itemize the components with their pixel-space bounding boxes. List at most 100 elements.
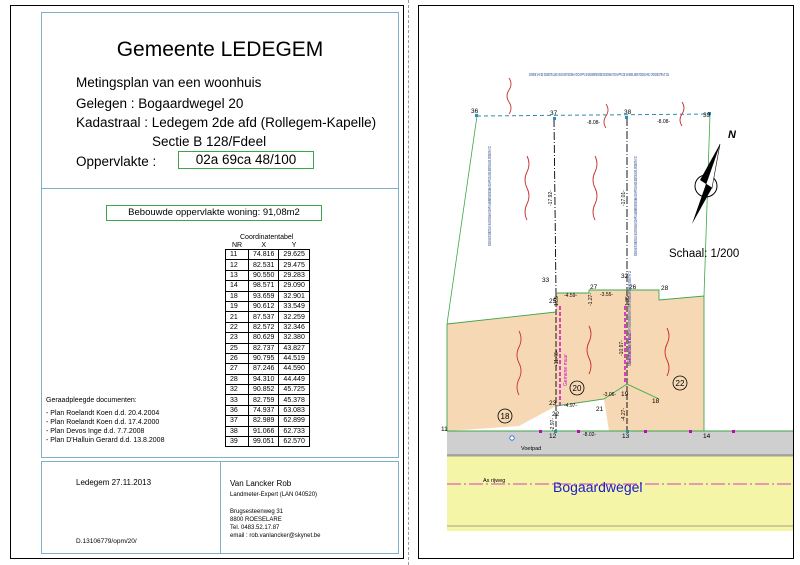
cell-x: 94.310 [247, 373, 280, 386]
dimension: -1.27- [588, 293, 594, 306]
boundary-37-33 [553, 118, 557, 294]
dimension: -2.97- [550, 418, 556, 431]
point-label: 19 [621, 391, 629, 398]
street [447, 456, 793, 531]
surveyor-title: Landmeter-Expert (LAN 040520) [230, 492, 318, 498]
point-label: 36 [471, 108, 479, 115]
address-line-1: Brugsesteenweg 31 [230, 509, 284, 515]
cell-x: 90.550 [247, 269, 280, 282]
cell-nr: 13 [225, 269, 249, 282]
cell-nr: 27 [225, 363, 249, 375]
cell-nr: 33 [225, 394, 249, 406]
cell-y: 62.733 [278, 425, 310, 438]
doc-item: - Plan Roelandt Koen d.d. 20.4.2004 [46, 410, 160, 417]
doc-item: - Plan Roelandt Koen d.d. 17.4.2000 [46, 419, 160, 426]
house-number-circle [672, 375, 688, 391]
point-label: 28 [661, 285, 669, 292]
doc-type: Metingsplan van een woonhuis [76, 75, 262, 90]
cell-y: 44.519 [278, 352, 310, 365]
point-label: 22 [552, 411, 560, 418]
point-label: 37 [550, 110, 558, 117]
point-label: 39 [703, 112, 711, 119]
cell-y: 32.346 [278, 321, 310, 334]
rear-boundary [476, 113, 711, 117]
owner-note-vertical: DOMEIN VAN DE GEWESTELIJKE HUISVESTINGSM… [633, 156, 638, 256]
cell-nr: 36 [225, 404, 249, 417]
cell-x: 93.659 [247, 290, 280, 302]
col-y: Y [291, 242, 297, 249]
cell-x: 74.937 [247, 404, 280, 417]
dimension: -10.97- [619, 340, 625, 356]
footer-panel: Ledegem 27.11.2013 D.13106779/opm/20/ Va… [41, 461, 399, 554]
point-label: 14 [703, 433, 711, 440]
parcel-22 [604, 290, 704, 431]
details-panel: Bebouwde oppervlakte woning: 91,08m2 Coo… [41, 188, 399, 458]
survey-markers [475, 112, 711, 433]
dimension: -4.59- [564, 293, 577, 299]
owner-note-vertical: DOMEIN VAN DE GEWESTELIJKE HUISVESTINGSM… [487, 146, 492, 246]
cell-nr: 18 [225, 290, 249, 302]
cell-nr: 14 [225, 280, 249, 292]
header-panel: Gemeente LEDEGEM Metingsplan van een woo… [41, 12, 399, 189]
cell-nr: 39 [225, 436, 249, 448]
col-x: X [261, 242, 267, 249]
cell-x: 80.629 [247, 332, 280, 344]
cell-x: 74.816 [247, 248, 280, 261]
cell-x: 90.612 [247, 300, 280, 313]
dimension: 1.35 [625, 296, 631, 306]
house-number: 22 [676, 379, 685, 388]
parcel-20 [556, 290, 627, 406]
site-plan: 36 37 38 39 33 25 27 26 32 28 23 22 21 1… [441, 72, 793, 531]
footpath-label: Voetpad [521, 446, 541, 452]
dimension: -3.55- [600, 292, 613, 298]
point-label: 12 [549, 433, 557, 440]
house-number: 20 [573, 384, 582, 393]
cell-y: 33.549 [278, 300, 310, 313]
plan-date: Ledegem 27.11.2013 [76, 478, 152, 487]
cell-y: 44.590 [278, 363, 310, 375]
footpath [447, 431, 793, 455]
cell-nr: 21 [225, 311, 249, 323]
road-axis-label: As rijweg [483, 478, 505, 484]
house-number-circle [569, 380, 585, 396]
street-name: Bogaardwegel [553, 479, 643, 495]
cell-nr: 38 [225, 425, 249, 438]
cell-y: 43.827 [278, 342, 310, 354]
dimension: -8.08- [657, 119, 670, 125]
footpath-marker [509, 435, 515, 441]
owner-note-vertical: DOMEIN VAN DE GEWESTELIJKE HUISVESTINGSM… [627, 271, 632, 366]
reference-number: D.13106779/opm/20/ [76, 538, 137, 545]
email: email : rob.vanlancker@skynet.be [230, 533, 321, 539]
table-title: Coordinatentabel [240, 234, 294, 241]
cell-nr: 22 [225, 321, 249, 334]
point-label: 27 [590, 284, 598, 291]
house-number-circle [497, 408, 513, 424]
cell-y: 32.380 [278, 332, 310, 344]
red-arrows [506, 77, 685, 396]
cell-y: 29.090 [278, 280, 310, 292]
cell-nr: 11 [225, 248, 249, 261]
left-sheet: Gemeente LEDEGEM Metingsplan van een woo… [10, 5, 404, 559]
cell-y: 29.475 [278, 259, 310, 271]
dimension: -3.06- [603, 392, 616, 398]
cell-nr: 25 [225, 342, 249, 354]
area-value: 02a 69ca 48/100 [178, 151, 314, 169]
footer-divider [220, 462, 221, 553]
col-nr: NR [231, 242, 243, 249]
point-label: 38 [624, 109, 632, 116]
cell-y: 45.378 [278, 394, 310, 406]
point-label: 13 [622, 433, 630, 440]
cell-y: 63.083 [278, 404, 310, 417]
cell-y: 32.259 [278, 311, 310, 323]
